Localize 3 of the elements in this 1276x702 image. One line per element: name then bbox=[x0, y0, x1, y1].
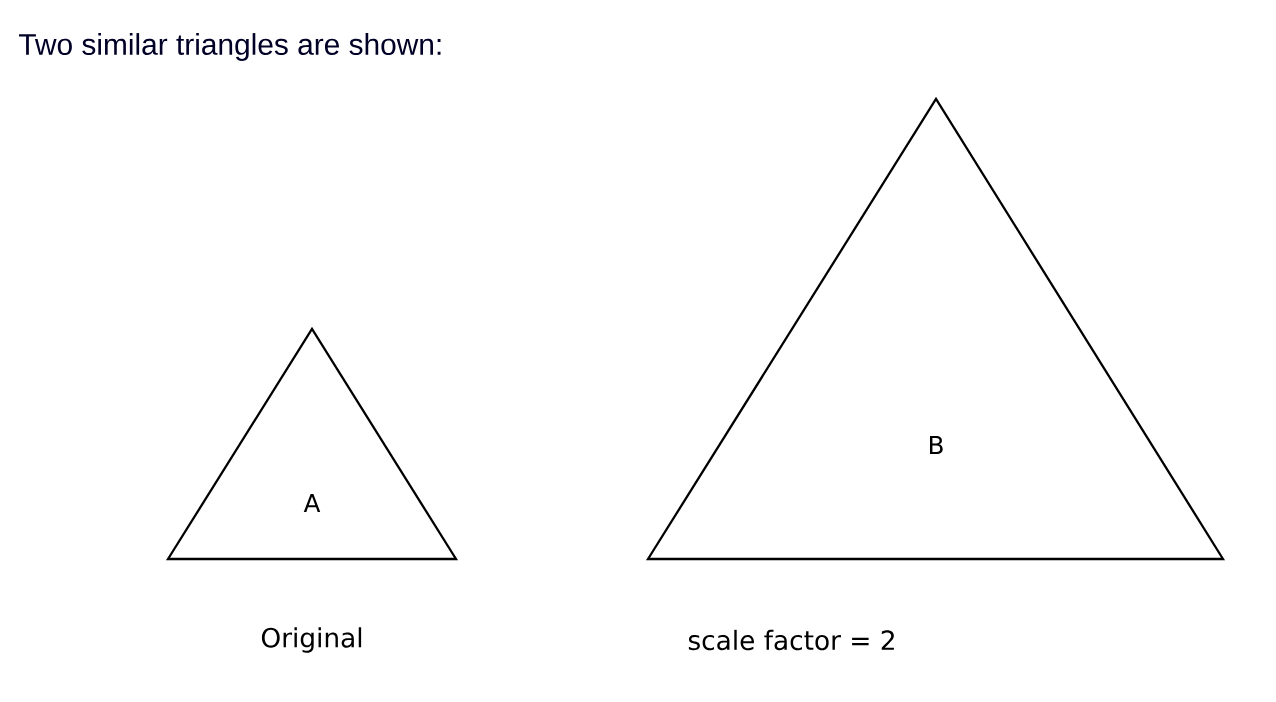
title: Two similar triangles are shown: bbox=[19, 33, 441, 61]
node-label: Original bbox=[261, 627, 362, 653]
node-label: scale factor = 2 bbox=[688, 629, 894, 651]
